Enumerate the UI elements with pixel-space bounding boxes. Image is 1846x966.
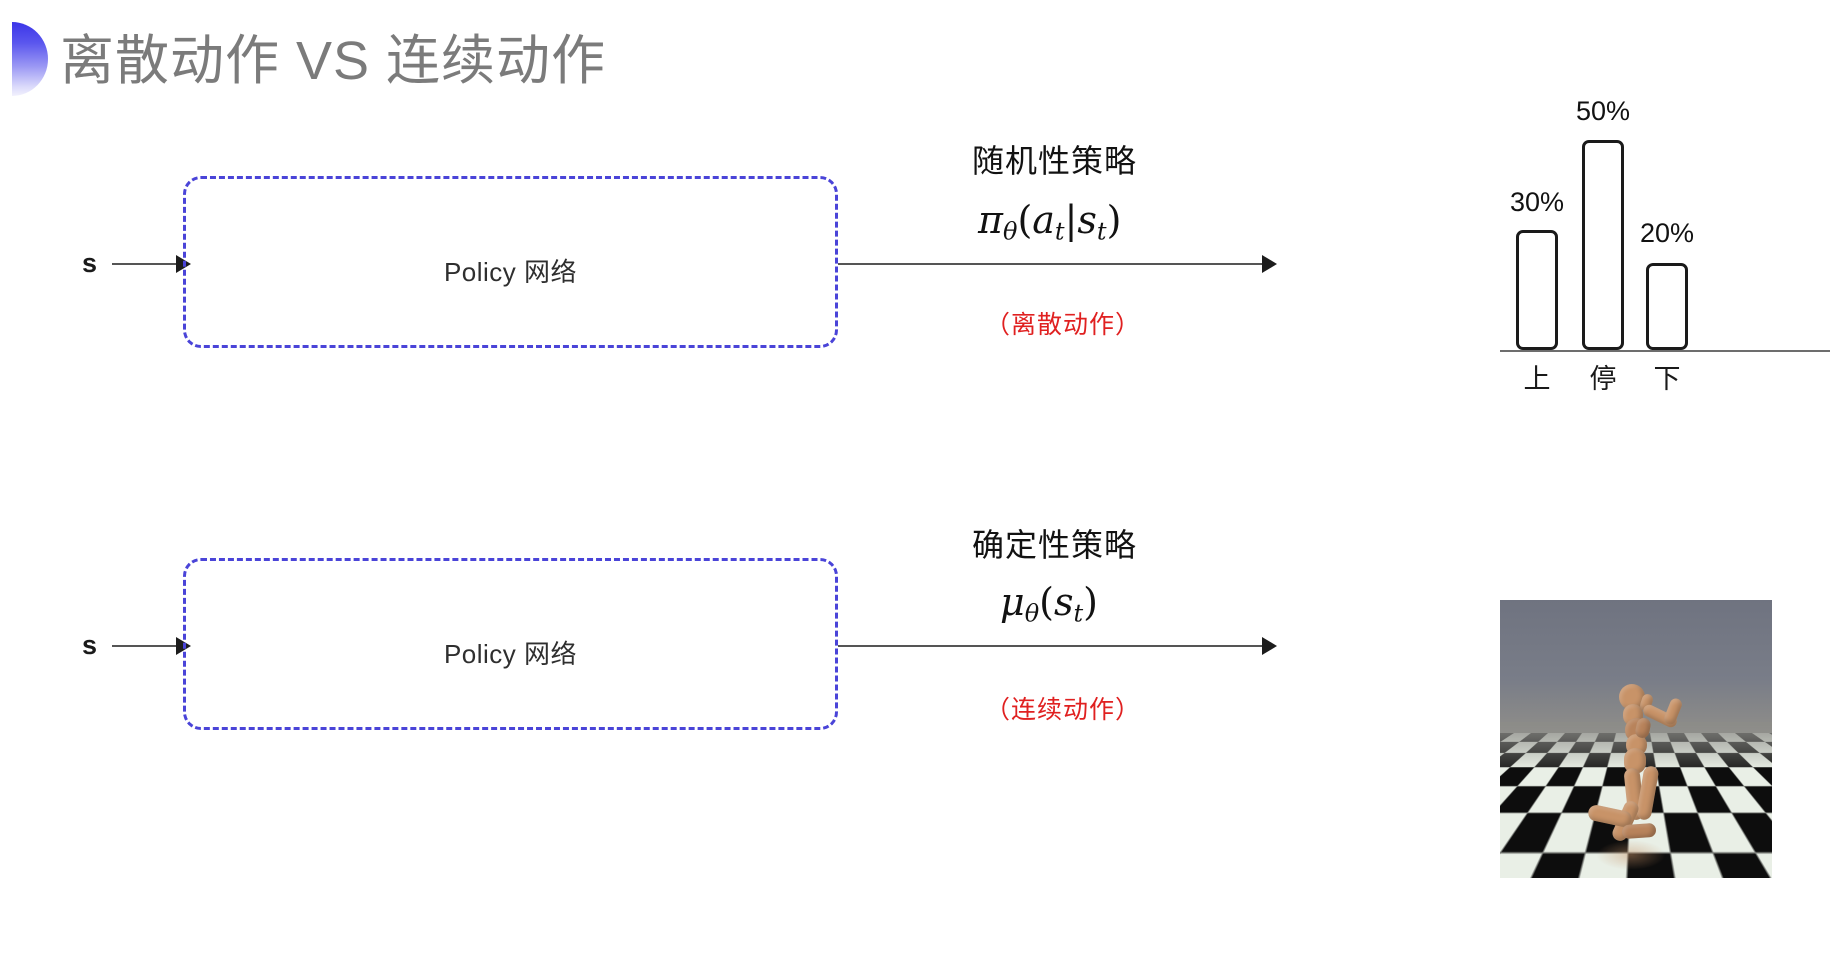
- formula-open-paren: (: [1039, 580, 1054, 624]
- bar-category-1: 停: [1589, 364, 1617, 394]
- humanoid-simulation-image[interactable]: [1500, 600, 1772, 878]
- bar-rect-1: [1582, 140, 1624, 350]
- formula-close-paren: ): [1106, 198, 1122, 242]
- discrete-action-bar-chart: 30% 上 50% 停 20% 下: [1500, 95, 1830, 395]
- state-input-label-continuous: s: [82, 630, 98, 660]
- formula-open-paren: (: [1017, 198, 1033, 242]
- formula-arg1: a: [1032, 198, 1055, 242]
- policy-network-label-continuous: Policy 网络: [443, 639, 578, 669]
- title-accent-shape: [12, 22, 48, 96]
- bar-category-2: 下: [1653, 364, 1681, 394]
- formula-arg1-sub: t: [1073, 599, 1084, 628]
- formula-head-sub: θ: [1002, 217, 1018, 246]
- input-arrow-line-continuous: [112, 645, 180, 647]
- formula-arg1-sub: t: [1054, 217, 1065, 246]
- formula-arg1: s: [1053, 580, 1074, 624]
- formula-arg2-sub: t: [1096, 217, 1107, 246]
- formula-arg2: s: [1077, 198, 1097, 242]
- input-arrow-line-discrete: [112, 263, 180, 265]
- action-type-continuous: （连续动作）: [985, 696, 1142, 724]
- policy-kind-stochastic: 随机性策略: [972, 143, 1138, 179]
- bar-value-1: 50%: [1575, 96, 1631, 126]
- humanoid-foot-far: [1621, 822, 1657, 840]
- page-title: 离散动作 VS 连续动作: [60, 31, 607, 91]
- bar-value-0: 30%: [1509, 187, 1565, 217]
- formula-head-sub: θ: [1024, 599, 1040, 628]
- policy-formula-deterministic: μθ(st): [1000, 580, 1098, 628]
- state-input-label-discrete: s: [82, 248, 98, 278]
- bar-rect-2: [1646, 263, 1688, 350]
- policy-network-label-discrete: Policy 网络: [443, 257, 578, 287]
- bar-category-0: 上: [1523, 364, 1551, 394]
- bar-rect-0: [1516, 230, 1558, 350]
- formula-head: μ: [1000, 580, 1025, 624]
- formula-close-paren: ): [1083, 580, 1098, 624]
- policy-network-box-continuous[interactable]: Policy 网络: [183, 558, 838, 730]
- policy-formula-stochastic: πθ(at|st): [978, 198, 1121, 246]
- humanoid-ground-reflection: [1596, 840, 1666, 870]
- policy-network-box-discrete[interactable]: Policy 网络: [183, 176, 838, 348]
- policy-kind-deterministic: 确定性策略: [972, 527, 1138, 563]
- output-arrow-head-continuous: [1262, 637, 1277, 655]
- output-arrow-line-continuous: [838, 645, 1266, 647]
- bar-chart-axis: [1500, 350, 1830, 352]
- action-type-discrete: （离散动作）: [985, 311, 1142, 339]
- bar-value-2: 20%: [1639, 218, 1695, 248]
- slide-bottom-edge: [0, 962, 1846, 966]
- output-arrow-head-discrete: [1262, 255, 1277, 273]
- formula-condition-bar: |: [1064, 198, 1078, 242]
- output-arrow-line-discrete: [838, 263, 1266, 265]
- formula-head: π: [978, 198, 1003, 242]
